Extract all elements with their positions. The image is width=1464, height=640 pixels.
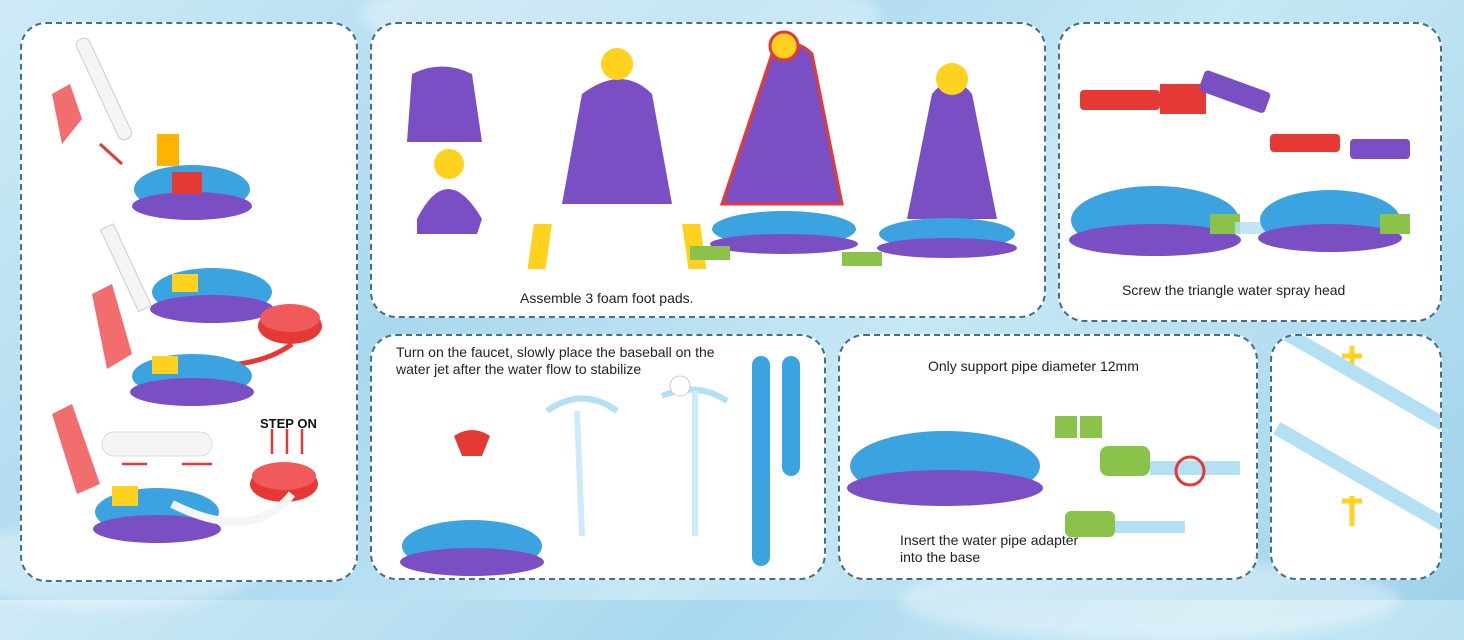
baseball-caption: Turn on the faucet, slowly place the bas…: [396, 344, 715, 377]
rocket-launcher-illustration: [52, 37, 322, 543]
panel-rocket-launcher: STEP ON: [20, 22, 358, 582]
foam-pads-caption: Assemble 3 foam foot pads.: [520, 290, 694, 306]
panel-pipe-diameter: Only support pipe diameter 12mm Insert t…: [838, 334, 1258, 580]
panel-ground-stakes: [1270, 334, 1442, 580]
pipe-diameter-caption: Only support pipe diameter 12mm: [928, 358, 1139, 374]
foam-pads-illustration: [407, 30, 1017, 269]
step-on-label: STEP ON: [260, 416, 317, 431]
baseball-illustration: [400, 356, 800, 576]
spray-head-caption: Screw the triangle water spray head: [1122, 282, 1346, 298]
panel-foam-pads: Assemble 3 foam foot pads.: [370, 22, 1046, 318]
pipe-diameter-illustration: [847, 416, 1240, 537]
panel-baseball: Turn on the faucet, slowly place the bas…: [370, 334, 826, 580]
ground-stakes-illustration: [1273, 336, 1440, 545]
panel-spray-head: Screw the triangle water spray head: [1058, 22, 1442, 322]
spray-head-illustration: [1069, 70, 1410, 256]
adapter-caption: Insert the water pipe adapter into the b…: [900, 532, 1079, 565]
